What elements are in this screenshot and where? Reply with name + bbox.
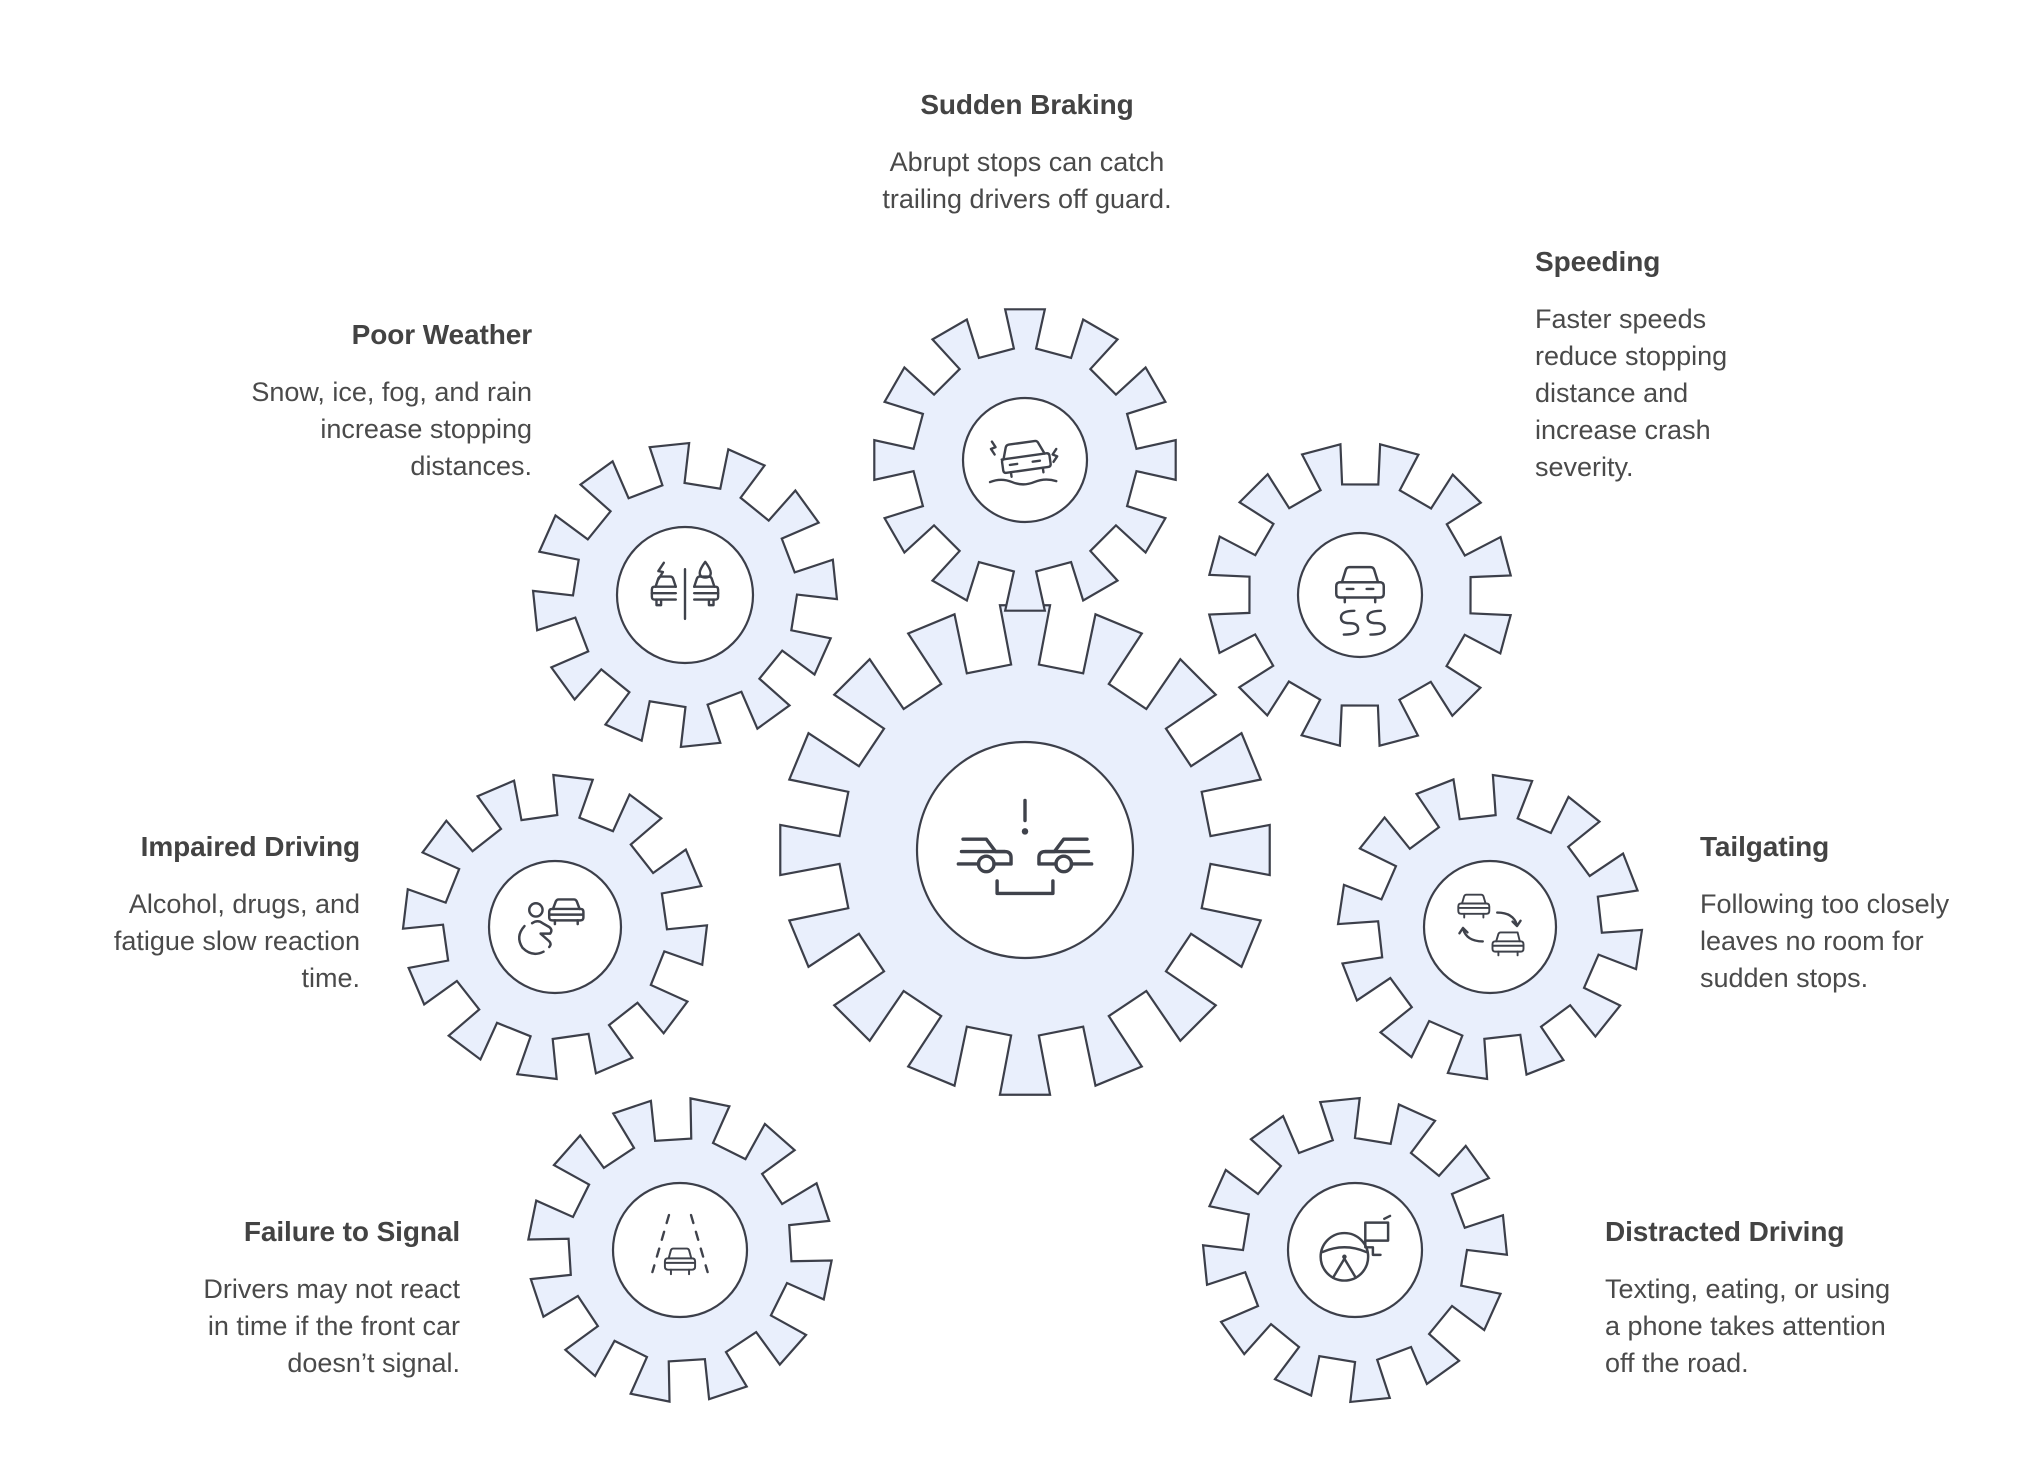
gear-impaired-driving <box>400 772 710 1082</box>
label-block-poor-weather: Poor Weather Snow, ice, fog, and rain in… <box>212 318 532 485</box>
gear-hub <box>1286 1181 1424 1319</box>
node-description-tailgating: Following too closely leaves no room for… <box>1700 889 1950 993</box>
node-title-failure-to-signal: Failure to Signal <box>243 1216 460 1247</box>
node-title-distracted-driving: Distracted Driving <box>1605 1216 1845 1247</box>
gear-hub <box>961 396 1089 524</box>
node-description-failure-to-signal: Drivers may not react in time if the fro… <box>203 1274 460 1378</box>
node-description-speeding: Faster speeds reduce stopping distance a… <box>1535 304 1728 482</box>
node-description-sudden-braking: Abrupt stops can catch trailing drivers … <box>882 147 1172 214</box>
two-cars-arrows-icon <box>1457 893 1525 957</box>
node-description-impaired-driving: Alcohol, drugs, and fatigue slow reactio… <box>113 889 360 993</box>
node-description-poor-weather: Snow, ice, fog, and rain increase stoppi… <box>251 377 532 481</box>
gear-center-collision <box>775 600 1275 1100</box>
gear-hub <box>1296 531 1424 659</box>
cars-lightning-raindrop-icon <box>650 560 720 621</box>
label-block-impaired-driving: Impaired Driving Alcohol, drugs, and fat… <box>60 830 360 997</box>
node-title-sudden-braking: Sudden Braking <box>920 89 1134 120</box>
two-cars-collision-icon <box>956 798 1094 896</box>
gear-distracted-driving <box>1200 1095 1510 1405</box>
car-skidding-shake-icon <box>988 439 1059 486</box>
car-speed-lines-icon <box>1335 565 1386 636</box>
gear-sudden-braking <box>870 305 1180 615</box>
label-block-sudden-braking: Sudden Braking Abrupt stops can catch tr… <box>862 88 1192 218</box>
gear-failure-to-signal <box>525 1095 835 1405</box>
label-block-speeding: Speeding Faster speeds reduce stopping d… <box>1535 245 1795 486</box>
node-title-impaired-driving: Impaired Driving <box>140 831 360 862</box>
node-description-distracted-driving: Texting, eating, or using a phone takes … <box>1605 1274 1891 1378</box>
gear-hub <box>1422 859 1558 995</box>
node-title-tailgating: Tailgating <box>1700 831 1830 862</box>
steering-wheel-phone-icon <box>1319 1214 1392 1282</box>
label-block-failure-to-signal: Failure to Signal Drivers may not react … <box>180 1215 460 1382</box>
gear-poor-weather <box>530 440 840 750</box>
node-title-speeding: Speeding <box>1535 246 1661 277</box>
node-title-poor-weather: Poor Weather <box>351 319 532 350</box>
impaired-person-car-icon <box>518 898 585 956</box>
gear-tailgating <box>1335 772 1645 1082</box>
gear-speeding <box>1205 440 1515 750</box>
gear-hub <box>915 740 1135 960</box>
car-lane-lines-icon <box>651 1213 709 1276</box>
gear-hub <box>487 859 623 995</box>
label-block-distracted-driving: Distracted Driving Texting, eating, or u… <box>1605 1215 1895 1382</box>
label-block-tailgating: Tailgating Following too closely leaves … <box>1700 830 1990 997</box>
gear-hub <box>611 1181 749 1319</box>
